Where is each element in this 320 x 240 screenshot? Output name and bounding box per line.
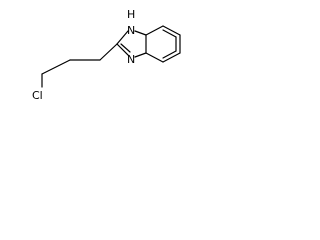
atom-labels: H N N Cl — [32, 8, 135, 102]
nitrogen-label-bottom: N — [127, 53, 135, 66]
bond-c4-c3a — [145, 52, 164, 63]
bond-chain-3 — [99, 43, 118, 61]
bond-c5-c4-inner — [162, 50, 177, 59]
bond-c5-c4 — [162, 52, 181, 63]
bond-c2-n3-inner — [120, 43, 131, 53]
chlorine-label: Cl — [32, 89, 43, 102]
bond-c2-n3-outer — [116, 43, 130, 57]
nh-hydrogen-label: H — [127, 8, 135, 21]
bond-c7-c6-inner — [162, 29, 177, 38]
bond-n1-c7a — [134, 30, 147, 36]
structure-diagram: H N N Cl — [32, 8, 181, 102]
bonds — [41, 25, 181, 88]
bond-n3-c3a — [134, 52, 147, 58]
nitrogen-label-top: N — [127, 24, 135, 37]
bond-c2-n1 — [116, 30, 129, 45]
bond-chain-1 — [41, 59, 71, 75]
bond-c7-c6 — [162, 25, 181, 36]
bond-c7a-c7 — [145, 25, 164, 36]
